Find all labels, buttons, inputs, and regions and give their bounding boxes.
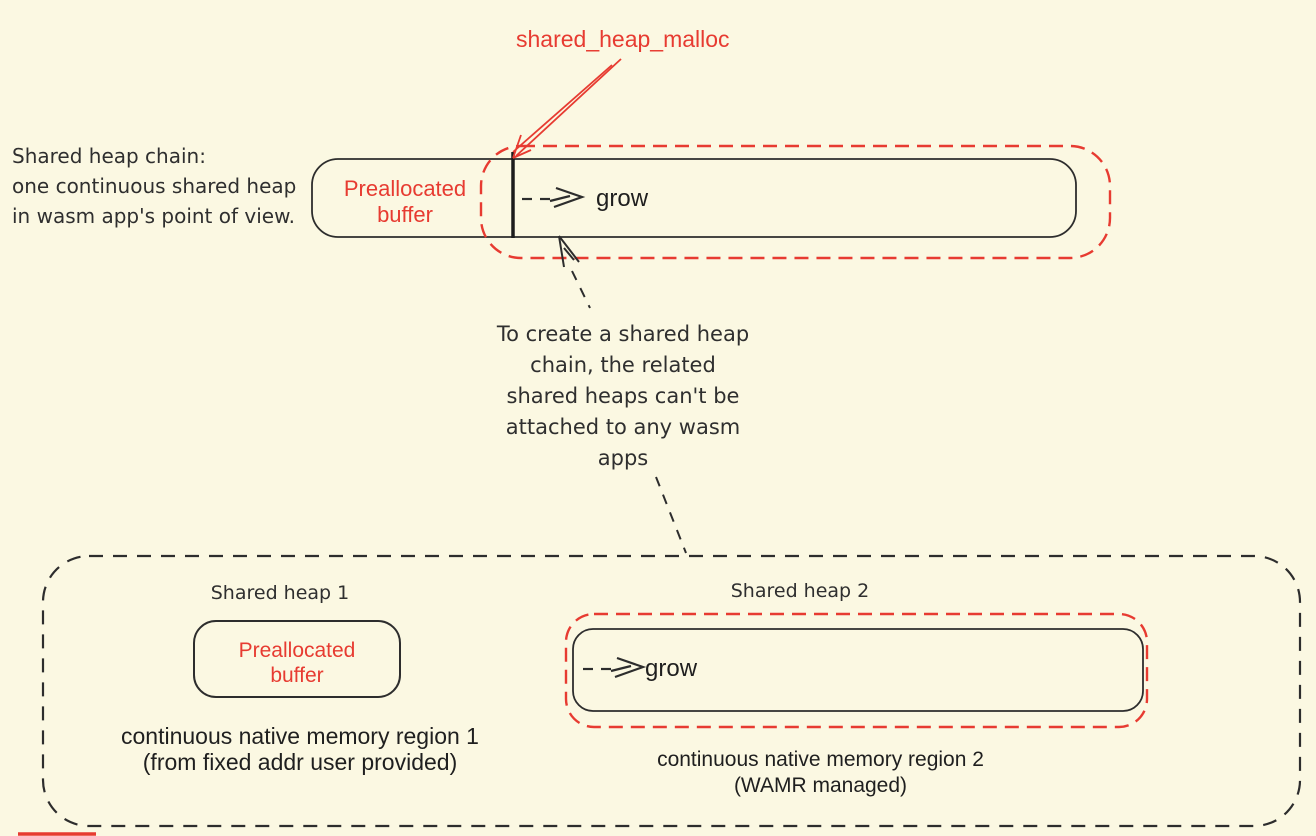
malloc-arrow-icon <box>512 58 622 159</box>
heap2-caption: continuous native memory region 2 (WAMR … <box>633 747 1008 799</box>
heap2-title: Shared heap 2 <box>730 580 870 602</box>
chain-grow-label: grow <box>596 185 649 212</box>
intro-line: in wasm app's point of view. <box>12 204 295 228</box>
chain-heap-box <box>311 158 1077 238</box>
heap1-title: Shared heap 1 <box>210 582 350 604</box>
note-connector-upper <box>571 270 591 309</box>
chain-growable-outline <box>479 144 1112 260</box>
heap2-box <box>572 628 1144 712</box>
chain-preallocated-buffer-label: Preallocated buffer <box>343 176 467 227</box>
heap2-grow-label: grow <box>645 655 698 682</box>
heap1-buffer-box <box>193 620 401 698</box>
native-regions-outline <box>41 554 1302 828</box>
heap1-caption: continuous native memory region 1 (from … <box>110 723 490 775</box>
note-line: chain, the related <box>530 353 716 377</box>
note-line: To create a shared heap <box>496 322 750 346</box>
heap1-preallocated-buffer-label: Preallocated buffer <box>238 639 356 687</box>
note-connector-lower <box>655 476 687 554</box>
heap2-grow-arrow-icon <box>583 656 647 679</box>
heap2-outline <box>564 612 1149 729</box>
intro-line: one continuous shared heap <box>12 174 297 198</box>
intro-text: Shared heap chain: one continuous shared… <box>12 141 296 231</box>
cursor-arrow-icon <box>558 235 580 268</box>
heap2-caption-line: (WAMR managed) <box>733 774 908 797</box>
malloc-function-label: shared_heap_malloc <box>516 26 730 52</box>
heap1-caption-line: (from fixed addr user provided) <box>142 749 458 775</box>
heap2-caption-line: continuous native memory region 2 <box>657 748 984 771</box>
heap1-caption-line: continuous native memory region 1 <box>121 723 479 749</box>
grow-arrow-icon <box>522 186 586 209</box>
note-text: To create a shared heap chain, the relat… <box>458 319 788 474</box>
note-line: attached to any wasm <box>505 415 741 439</box>
note-line: shared heaps can't be <box>506 384 740 408</box>
intro-line: Shared heap chain: <box>12 144 206 168</box>
note-line: apps <box>597 446 649 470</box>
